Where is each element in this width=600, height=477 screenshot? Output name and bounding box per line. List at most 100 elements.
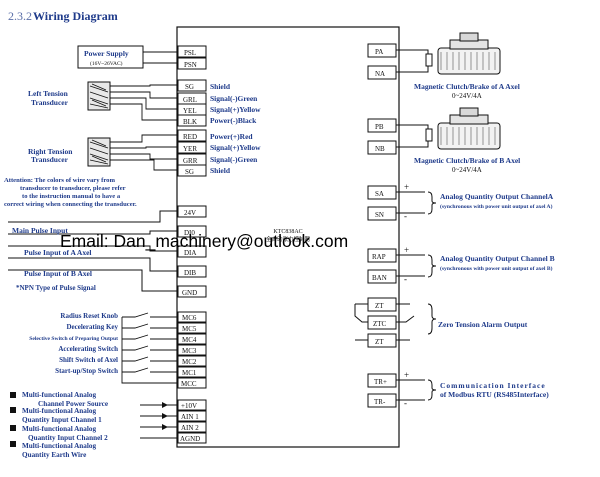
clutch-a: Magnetic Clutch/Brake of A Axel 0~24V/4A	[396, 32, 520, 100]
analog-inputs: Multi-functional Analog Channel Power So…	[10, 391, 178, 459]
watermark-email: Email: Dan_machinery@outlook.com	[60, 231, 348, 252]
analog-ch2-label-1: Multi-functional Analog	[22, 425, 96, 433]
terminal-agnd: AGND	[180, 435, 200, 443]
heading-number: 2.3.2	[8, 9, 32, 23]
analog-b-sub: (synchronous with power unit output of a…	[440, 265, 553, 272]
terminal-mc5: MC5	[182, 325, 197, 333]
terminal-rap: RAP	[372, 253, 386, 261]
terminal-psl: PSL	[184, 49, 196, 57]
heading: 2.3.2 Wiring Diagram	[8, 9, 118, 23]
terminal-yel: YEL	[183, 107, 197, 115]
left-transducer-label-2: Transducer	[31, 98, 69, 107]
left-terminal-column	[177, 45, 207, 444]
analog-b-minus: -	[404, 274, 407, 284]
signal-red-right: Power(+)Red	[210, 132, 253, 141]
terminal-ain2: AIN 2	[181, 424, 199, 432]
terminal-yer: YER	[183, 145, 197, 153]
analog-b-plus: +	[404, 245, 409, 255]
switch-startup-label: Start-up/Stop Switch	[55, 367, 118, 375]
terminal-gnd: GND	[182, 289, 197, 297]
right-terminal-labels: PA NA PB NB SA SN RAP BAN ZT ZTC ZT TR+ …	[372, 48, 387, 406]
terminal-10v: +10V	[181, 402, 197, 410]
analog-output-b: + - Analog Quantity Output Channel B (sy…	[396, 245, 555, 284]
terminal-mc1: MC1	[182, 369, 197, 377]
analog-earth-label-2: Quantity Earth Wire	[22, 451, 86, 459]
heading-title: Wiring Diagram	[33, 9, 118, 23]
analog-power-label-2: Channel Power Source	[38, 400, 108, 408]
terminal-ztc: ZTC	[373, 320, 387, 328]
switch-decelerating-label: Decelerating Key	[66, 323, 118, 331]
power-supply-label: Power Supply	[84, 49, 129, 58]
signal-yellow-left: Signal(+)Yellow	[210, 105, 261, 114]
alarm-label: Zero Tension Alarm Output	[438, 320, 528, 329]
clutch-b-rating: 0~24V/4A	[452, 166, 482, 174]
analog-ch2-label-2: Quantity Input Channel 2	[28, 434, 108, 442]
terminal-red: RED	[183, 133, 197, 141]
zero-tension-alarm: Zero Tension Alarm Output	[354, 303, 528, 341]
terminal-24v: 24V	[184, 209, 196, 217]
pulse-inputs: Main Pulse Input Pulse Input of A Axel P…	[8, 210, 178, 292]
terminal-ain1: AIN 1	[181, 413, 199, 421]
terminal-na: NA	[375, 70, 385, 78]
terminal-dib: DIB	[184, 269, 196, 277]
attention-line-3: to the instruction manual to have a	[22, 193, 121, 200]
pulse-a-label: Pulse Input of A Axel	[24, 248, 92, 257]
signal-green-left: Signal(-)Green	[210, 94, 258, 103]
terminal-mc4: MC4	[182, 336, 197, 344]
switch-selective-label: Selective Switch of Preparing Output	[29, 336, 118, 342]
comm-plus: +	[404, 370, 409, 380]
analog-power-label-1: Multi-functional Analog	[22, 391, 96, 399]
switch-accelerating-label: Accelerating Switch	[58, 345, 118, 353]
terminal-pa: PA	[375, 48, 383, 56]
right-transducer-label-2: Transducer	[31, 155, 69, 164]
terminal-psn: PSN	[184, 61, 197, 69]
comm-minus: -	[404, 398, 407, 408]
analog-a-minus: -	[404, 211, 407, 221]
terminal-mc2: MC2	[182, 358, 197, 366]
attention-line-1: Attention: The colors of wire vary from	[4, 177, 115, 184]
switch-shift-label: Shift Switch of Axel	[59, 356, 118, 364]
terminal-grl: GRL	[183, 96, 197, 104]
terminal-mc3: MC3	[182, 347, 197, 355]
analog-ch1-label-2: Quantity Input Channel 1	[22, 416, 102, 424]
terminal-pb: PB	[375, 123, 384, 131]
power-supply-sub: (16V~26VAC)	[90, 60, 123, 67]
terminal-zt-1: ZT	[375, 302, 384, 310]
terminal-zt-2: ZT	[375, 338, 384, 346]
terminal-dia: DIA	[184, 249, 196, 257]
comm-label-1: Communication Interface	[440, 381, 546, 390]
pulse-main-label: Main Pulse Input	[12, 226, 68, 235]
left-transducer: Left Tension Transducer	[28, 81, 178, 121]
analog-earth-label-1: Multi-functional Analog	[22, 442, 96, 450]
left-transducer-label-1: Left Tension	[28, 89, 69, 98]
terminal-sg-right: SG	[185, 168, 194, 176]
signal-green-right: Signal(-)Green	[210, 155, 258, 164]
analog-a-label: Analog Quantity Output ChannelA	[440, 192, 554, 201]
terminal-di0: DI0	[184, 229, 195, 237]
terminal-ban: BAN	[372, 274, 387, 282]
analog-ch1-label-1: Multi-functional Analog	[22, 407, 96, 415]
left-terminal-labels: PSL PSN SG GRL YEL BLK RED YER GRR SG 24…	[180, 49, 200, 443]
signal-yellow-right: Signal(+)Yellow	[210, 143, 261, 152]
switches: Radius Reset Knob Decelerating Key Selec…	[29, 312, 178, 384]
terminal-tr-plus: TR+	[374, 378, 387, 386]
right-terminal-column	[367, 43, 397, 408]
right-transducer-label-1: Right Tension	[28, 147, 73, 156]
switch-radius-reset-label: Radius Reset Knob	[60, 312, 118, 320]
attention-note: Attention: The colors of wire vary from …	[4, 177, 137, 208]
analog-output-a: + - Analog Quantity Output ChannelA (syn…	[396, 182, 554, 221]
clutch-a-label: Magnetic Clutch/Brake of A Axel	[414, 82, 520, 91]
analog-a-plus: +	[404, 182, 409, 192]
signal-shield-left: Shield	[210, 82, 231, 91]
terminal-sg-left: SG	[185, 83, 194, 91]
analog-a-sub: (synchronous with power unit output of a…	[440, 203, 553, 210]
clutch-b: Magnetic Clutch/Brake of B Axel 0~24V/4A	[396, 107, 520, 174]
controller-model: KTC838AC 全自动张力控制器	[266, 229, 311, 243]
terminal-sa: SA	[375, 190, 384, 198]
controller-model-name: KTC838AC	[273, 229, 302, 235]
signal-black-left: Power(-)Black	[210, 116, 257, 125]
attention-line-2: transducer to transducer, please refer	[20, 185, 126, 192]
analog-b-label: Analog Quantity Output Channel B	[440, 254, 555, 263]
controller-box	[176, 26, 400, 448]
terminal-mcc: MCC	[181, 380, 197, 388]
